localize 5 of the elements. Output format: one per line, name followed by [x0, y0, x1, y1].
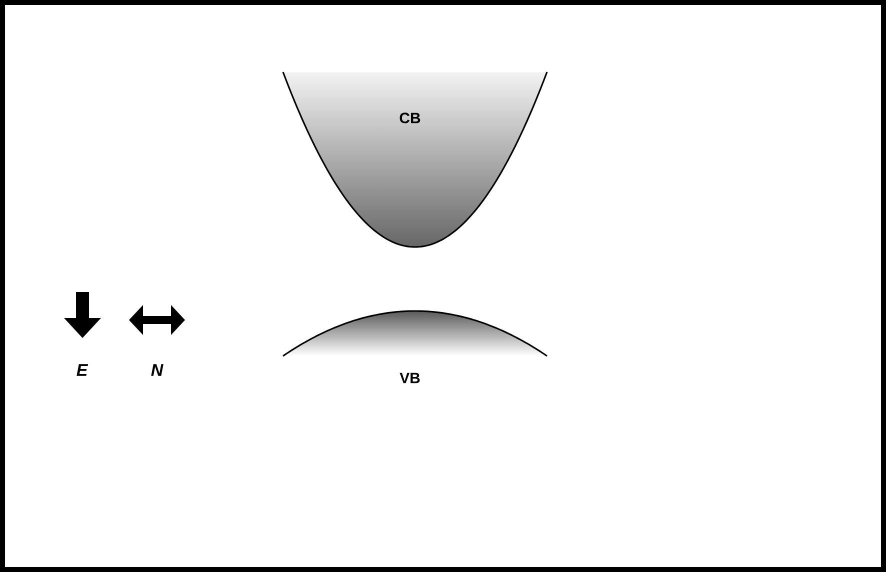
- axis-label: E: [76, 364, 88, 376]
- axis-label: N: [151, 364, 164, 376]
- conduction-band-drawing: CB: [282, 72, 548, 248]
- valence-band-drawing: VB: [282, 310, 548, 384]
- node-label: VB: [400, 372, 420, 384]
